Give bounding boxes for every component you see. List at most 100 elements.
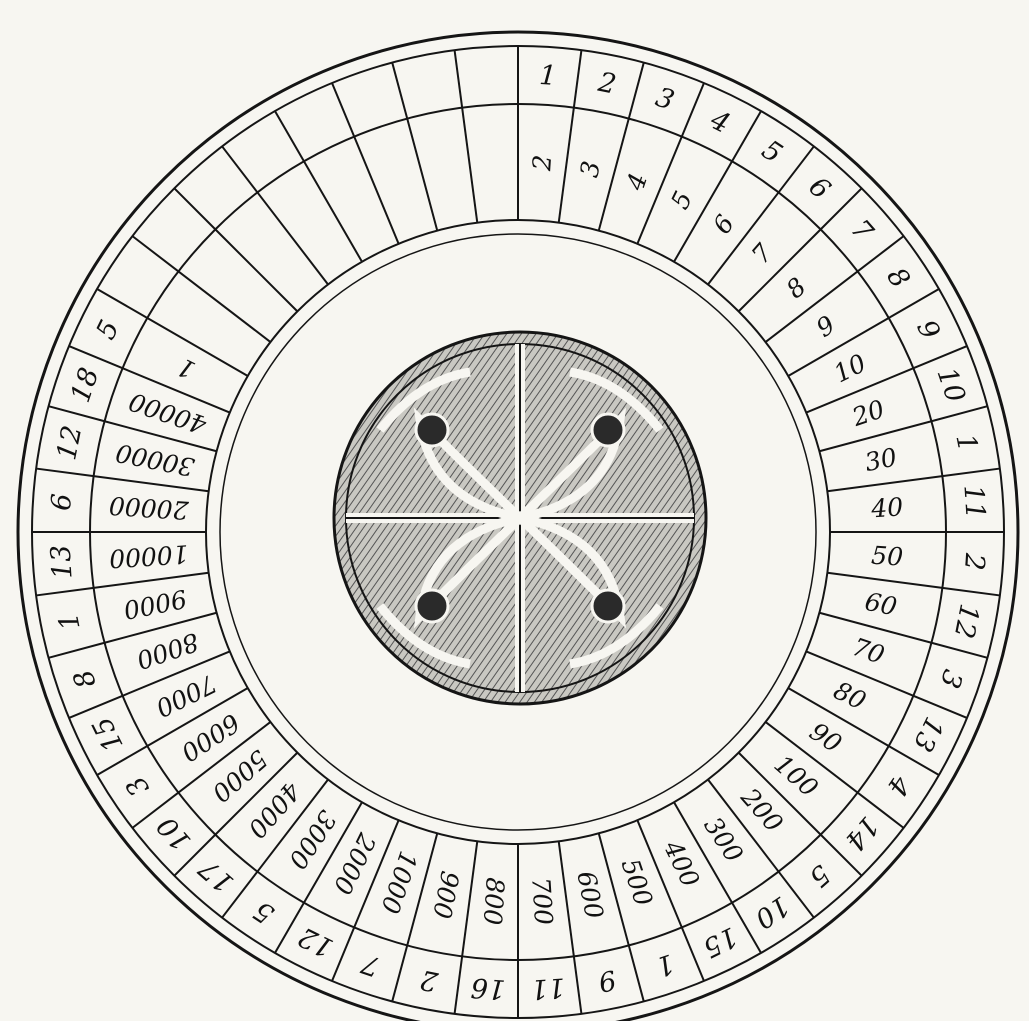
outer-sector-divider — [779, 146, 814, 192]
outer-sector-divider — [889, 289, 939, 318]
inner-ring-label: 30 — [862, 442, 899, 477]
outer-ring-label: 2 — [958, 551, 990, 571]
outer-ring-label: 15 — [87, 712, 130, 757]
outer-ring-label: 6 — [803, 171, 836, 206]
outer-ring-label: 3 — [652, 82, 678, 117]
inner-sector-divider — [674, 161, 732, 261]
inner-ring-label: 700 — [526, 876, 558, 926]
inner-ring-label: 10000 — [108, 539, 189, 573]
outer-ring-label: 7 — [844, 214, 879, 248]
outer-ring-label: 14 — [839, 810, 885, 856]
inner-ring-label: 900 — [427, 869, 465, 922]
outer-sector-divider — [858, 236, 904, 271]
center-medallion — [334, 332, 706, 704]
inner-ring-label: 3 — [574, 158, 606, 179]
inner-ring-label: 60 — [862, 587, 899, 622]
inner-ring-label: 50 — [870, 541, 904, 572]
outer-sector-divider — [36, 588, 94, 596]
outer-ring-label: 10 — [151, 810, 197, 856]
outer-sector-divider — [392, 63, 407, 119]
inner-ring-label: 4000 — [242, 776, 306, 844]
inner-ring-label: 1 — [173, 352, 200, 385]
inner-sector-divider — [215, 229, 297, 311]
inner-ring-label: 40000 — [125, 387, 211, 440]
outer-sector-divider — [174, 188, 215, 229]
inner-ring-label: 10 — [829, 348, 870, 388]
inner-sector-divider — [462, 108, 477, 223]
outer-sector-divider — [931, 643, 987, 658]
outer-sector-divider — [97, 289, 147, 318]
inner-ring-label: 7 — [746, 238, 778, 269]
inner-sector-divider — [147, 318, 247, 376]
inner-ring-label: 800 — [478, 876, 510, 926]
inner-ring-label: 8 — [781, 272, 812, 304]
outer-ring-label: 9 — [910, 315, 945, 344]
inner-ring-label: 9000 — [121, 584, 189, 625]
outer-sector-divider — [455, 50, 463, 108]
outer-ring-label: 2 — [595, 67, 619, 101]
boss-bl — [416, 590, 448, 622]
inner-ring-label: 80 — [829, 676, 870, 716]
outer-ring-label: 6 — [46, 493, 78, 512]
inner-sector-divider — [827, 476, 942, 491]
inner-sector-divider — [178, 271, 270, 342]
inner-sector-divider — [257, 192, 328, 284]
inner-ring-label: 200 — [735, 782, 789, 838]
outer-ring-label: 4 — [880, 769, 916, 801]
outer-sector-divider — [49, 406, 105, 421]
outer-sector-divider — [36, 469, 94, 477]
inner-ring-label: 20 — [848, 394, 888, 432]
inner-sector-divider — [354, 137, 398, 244]
inner-ring-label: 20000 — [108, 491, 190, 525]
outer-ring-label: 1 — [53, 610, 87, 633]
inner-sector-divider — [827, 573, 942, 588]
outer-sector-divider — [574, 50, 582, 108]
outer-ring-label: 1 — [652, 947, 678, 982]
inner-sector-divider — [559, 841, 574, 956]
outer-ring-label: 11 — [957, 484, 990, 520]
outer-ring-label: 12 — [51, 423, 88, 463]
outer-sector-divider — [629, 945, 644, 1001]
outer-ring-label: 9 — [596, 963, 619, 997]
inner-ring-label: 3000 — [283, 805, 343, 874]
outer-sector-divider — [132, 236, 178, 271]
boss-br — [592, 590, 624, 622]
inner-ring-label: 2000 — [327, 828, 382, 899]
outer-sector-divider — [931, 406, 987, 421]
outer-sector-divider — [222, 146, 257, 192]
outer-ring-label: 1 — [538, 60, 557, 92]
inner-sector-divider — [708, 192, 779, 284]
inner-sector-divider — [94, 573, 209, 588]
outer-sector-divider — [942, 588, 1000, 596]
inner-ring-label: 40 — [869, 492, 904, 523]
inner-sector-divider — [766, 271, 858, 342]
inner-ring-label: 500 — [616, 855, 659, 910]
outer-ring-label: 8 — [880, 262, 915, 294]
outer-sector-divider — [732, 111, 761, 161]
inner-ring-label: 90 — [804, 717, 847, 759]
inner-ring-label: 600 — [571, 869, 609, 922]
outer-ring-label: 5 — [248, 894, 280, 929]
outer-sector-divider — [942, 469, 1000, 477]
outer-sector-divider — [682, 83, 704, 137]
outer-ring-label: 2 — [417, 963, 441, 997]
outer-sector-divider — [332, 83, 354, 137]
outer-ring-label: 1 — [949, 431, 983, 454]
outer-ring-label: 18 — [65, 364, 105, 407]
outer-ring-label: 5 — [90, 315, 125, 344]
outer-sector-divider — [821, 188, 862, 229]
outer-sector-divider — [49, 643, 105, 658]
outer-sector-divider — [275, 111, 304, 161]
outer-ring-label: 12 — [294, 920, 339, 963]
outer-sector-divider — [455, 956, 463, 1014]
outer-ring-label: 10 — [931, 364, 971, 407]
inner-sector-divider — [462, 841, 477, 956]
outer-ring-label: 10 — [749, 890, 795, 935]
boss-tr — [592, 414, 624, 446]
outer-ring-label: 3 — [933, 666, 968, 692]
inner-sector-divider — [559, 108, 574, 223]
outer-ring-label: 15 — [698, 920, 743, 963]
outer-ring-label: 4 — [705, 104, 735, 140]
outer-ring-label: 5 — [756, 134, 788, 169]
